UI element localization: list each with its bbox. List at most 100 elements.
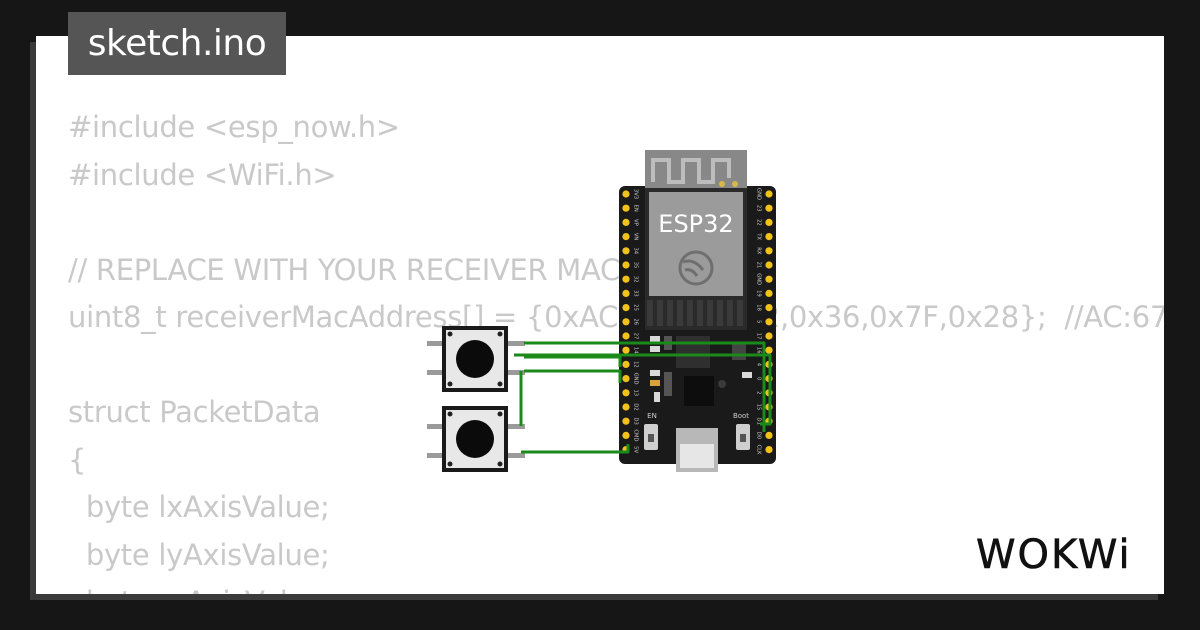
pin-left-d3[interactable]	[622, 417, 630, 425]
wires[interactable]	[514, 341, 772, 454]
code-line: byte lxAxisValue;	[68, 490, 330, 524]
pin-right-22[interactable]	[765, 218, 773, 226]
boot-button-cap	[740, 434, 746, 442]
pin-label: 26	[633, 318, 639, 325]
pin-left-vn[interactable]	[622, 233, 630, 241]
pin-label: 25	[633, 304, 639, 311]
code-editor: #include <esp_now.h> #include <WiFi.h> // …	[68, 104, 1164, 594]
button-leg	[427, 424, 445, 429]
pin-label: 0	[756, 377, 762, 380]
module-shield	[649, 192, 743, 296]
antenna-area	[645, 150, 747, 190]
pin-right-rx[interactable]	[765, 247, 773, 255]
pin-right-5[interactable]	[765, 318, 773, 326]
en-label: EN	[647, 412, 657, 420]
pin-label: GND	[756, 273, 762, 285]
file-tab[interactable]: sketch.ino	[68, 12, 286, 75]
code-line: // REPLACE WITH YOUR RECEIVER MAC Addres…	[68, 252, 743, 287]
pin-right-19[interactable]	[765, 289, 773, 297]
module-pads	[647, 300, 743, 326]
pin-label: D2	[633, 403, 639, 410]
code-line: #include <esp_now.h>	[68, 110, 400, 144]
pin-right-clk[interactable]	[765, 446, 773, 454]
wire-4[interactable]	[514, 353, 772, 426]
pin-label: 15	[756, 404, 762, 411]
pin-right-21[interactable]	[765, 261, 773, 269]
button-cap	[456, 420, 494, 458]
pin-right-18[interactable]	[765, 304, 773, 312]
pin-left-13[interactable]	[622, 389, 630, 397]
button-leg	[427, 453, 445, 458]
pin-label: 14	[633, 347, 639, 354]
usb-chip	[684, 376, 714, 406]
pin-label: CLK	[756, 445, 762, 456]
pin-label: TX	[756, 232, 762, 240]
pin-label: 19	[756, 290, 762, 297]
pin-left-14[interactable]	[622, 346, 630, 354]
pin-label: 13	[633, 389, 639, 396]
pin-label: 4	[756, 363, 762, 367]
pin-left-vp[interactable]	[622, 218, 630, 226]
pin-label: 12	[633, 361, 639, 368]
pushbutton-1[interactable]	[427, 326, 525, 392]
pin-left-35[interactable]	[622, 261, 630, 269]
pin-label: GND	[633, 373, 639, 385]
pin-label: D3	[633, 418, 639, 425]
espressif-logo-icon	[678, 250, 714, 286]
pin-left-32[interactable]	[622, 275, 630, 283]
pin-label: 2	[756, 391, 762, 394]
chip-dot	[718, 380, 726, 388]
pin-right-tx[interactable]	[765, 233, 773, 241]
button-leg	[427, 370, 445, 375]
button-leg	[505, 370, 525, 375]
button-leg	[505, 424, 525, 429]
button-cap	[456, 340, 494, 378]
pin-label: VN	[633, 233, 639, 241]
pin-label: D1	[756, 418, 762, 425]
pin-label: 21	[756, 262, 762, 269]
pin-left-en[interactable]	[622, 204, 630, 212]
code-card: #include <esp_now.h> #include <WiFi.h> // …	[36, 36, 1164, 594]
pin-right-23[interactable]	[765, 204, 773, 212]
pin-right-gnd[interactable]	[765, 275, 773, 283]
pin-left-33[interactable]	[622, 289, 630, 297]
pin-left-26[interactable]	[622, 318, 630, 326]
pin-label: EN	[633, 205, 639, 212]
pin-label: 5V	[633, 446, 639, 453]
pin-right-16[interactable]	[765, 346, 773, 354]
pin-label: 27	[633, 333, 639, 340]
wire-2[interactable]	[524, 355, 622, 367]
usb-port	[680, 444, 714, 468]
pin-left-cmd[interactable]	[622, 431, 630, 439]
pin-left-12[interactable]	[622, 360, 630, 368]
pin-right-d0[interactable]	[765, 431, 773, 439]
pin-label: D0	[756, 432, 762, 439]
en-button-cap	[648, 434, 654, 442]
antenna-pad	[732, 181, 738, 187]
antenna-trace	[651, 158, 731, 184]
pin-left-3v3[interactable]	[622, 190, 630, 198]
esp32-board[interactable]: ESP32 3V3ENVPVN343532332526271412GND13D2…	[619, 150, 776, 472]
pin-label: 35	[633, 262, 639, 269]
code-line: byte lyAxisValue;	[68, 537, 330, 572]
pin-label: 32	[633, 276, 639, 283]
pin-left-27[interactable]	[622, 332, 630, 340]
pin-label: 23	[756, 205, 762, 212]
wire-1[interactable]	[524, 341, 766, 432]
wire-6[interactable]	[521, 444, 630, 454]
pin-left-25[interactable]	[622, 304, 630, 312]
pin-label: 17	[756, 333, 762, 340]
pin-right-17[interactable]	[765, 332, 773, 340]
pin-label: 16	[756, 347, 762, 354]
pin-left-d2[interactable]	[622, 403, 630, 411]
wire-3[interactable]	[524, 369, 622, 383]
button-leg	[427, 341, 445, 346]
pin-right-gnd[interactable]	[765, 190, 773, 198]
pin-left-gnd[interactable]	[622, 375, 630, 383]
wokwi-logo-text: WOKWi	[976, 532, 1132, 578]
pushbutton-2[interactable]	[427, 406, 525, 472]
pin-left-34[interactable]	[622, 247, 630, 255]
code-line: #include <WiFi.h>	[68, 157, 337, 192]
pin-label: 33	[633, 290, 639, 297]
